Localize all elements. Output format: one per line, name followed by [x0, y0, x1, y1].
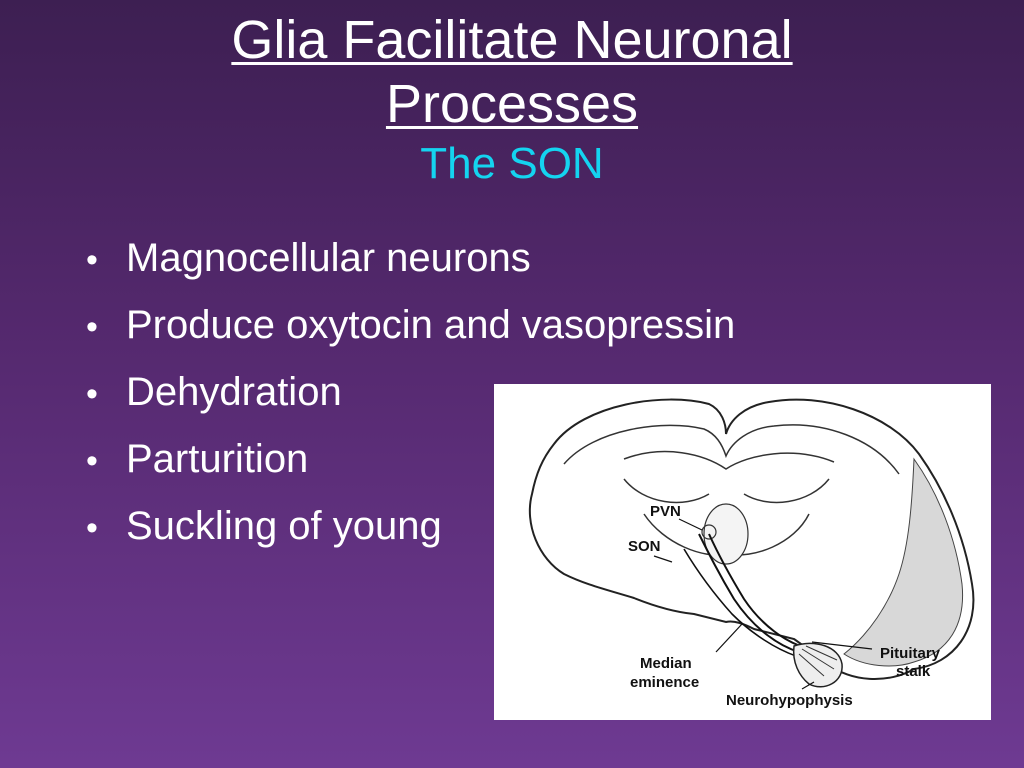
brain-section-illustration: PVN SON Median eminence Pituitary stalk … [528, 398, 975, 709]
brain-flank-shading [843, 457, 964, 667]
slide-subtitle: The SON [420, 139, 604, 188]
hippocampus-left [623, 478, 710, 504]
label-stalk: stalk [896, 663, 931, 680]
ventricle [703, 503, 749, 565]
bullet-icon: • [86, 375, 98, 413]
label-pvn: PVN [650, 503, 681, 520]
bullet-item: • Magnocellular neurons [86, 226, 735, 293]
pvn-pointer [678, 518, 703, 531]
median-eminence-pointer [715, 623, 743, 653]
bullet-item: • Parturition [86, 427, 735, 494]
neuronal-tract-2 [708, 533, 807, 649]
cortex-inner-line [563, 424, 900, 475]
label-son: SON [628, 538, 661, 555]
hippocampus-right [743, 478, 830, 504]
label-eminence: eminence [630, 674, 699, 691]
brain-outline [528, 398, 975, 680]
slide-title-block: Glia Facilitate Neuronal Processes The S… [0, 8, 1024, 190]
bullet-text: Parturition [126, 437, 309, 481]
bullet-text: Magnocellular neurons [126, 236, 531, 280]
neuronal-tract-3 [683, 548, 797, 657]
bullet-icon: • [86, 308, 98, 346]
pvn-nucleus [701, 524, 717, 540]
neurohypophysis-shape [792, 642, 843, 688]
bullet-icon: • [86, 509, 98, 547]
bullet-text: Produce oxytocin and vasopressin [126, 303, 736, 347]
label-pituitary: Pituitary [880, 645, 941, 662]
bullet-text: Suckling of young [126, 504, 442, 548]
corpus-callosum [623, 450, 835, 470]
bullet-icon: • [86, 241, 98, 279]
label-neurohypophysis: Neurohypophysis [726, 692, 853, 709]
brain-diagram-figure: PVN SON Median eminence Pituitary stalk … [494, 384, 991, 720]
bullet-item: • Suckling of young [86, 494, 735, 561]
neurohypophysis-pointer [801, 681, 815, 690]
slide-title-line-1: Glia Facilitate Neuronal [231, 10, 793, 70]
neurohypophysis-fibers [798, 645, 838, 677]
neuronal-tract-1 [698, 533, 800, 653]
bullet-item: • Dehydration [86, 360, 735, 427]
slide-title-line-2: Processes [385, 74, 639, 134]
son-pointer [653, 555, 673, 563]
bullet-list: • Magnocellular neurons • Produce oxytocin… [86, 226, 735, 561]
bullet-item: • Produce oxytocin and vasopressin [86, 293, 735, 360]
bullet-text: Dehydration [126, 370, 342, 414]
label-median: Median [640, 655, 692, 672]
bullet-icon: • [86, 442, 98, 480]
pituitary-stalk-pointer [811, 641, 873, 650]
